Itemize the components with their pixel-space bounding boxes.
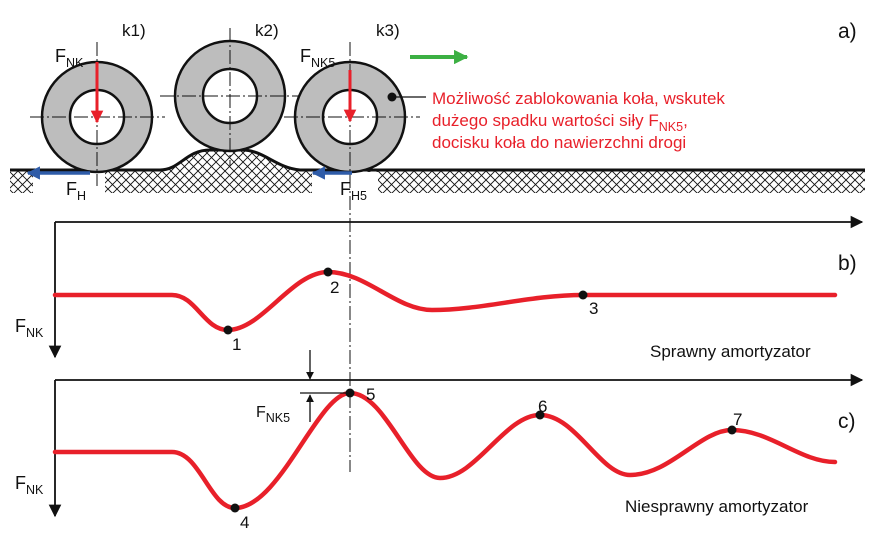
force-fnk-main: F <box>55 46 66 66</box>
panel-label-c: c) <box>838 410 856 433</box>
graph-c-point-5 <box>345 388 355 398</box>
graph-c-fnk5-dimension: FNK5 <box>256 350 348 425</box>
wheel-k3-label: k3) <box>376 21 400 40</box>
annotation-line-2-text: dużego spadku wartości siły F <box>432 111 659 130</box>
graph-b-caption: Sprawny amortyzator <box>650 342 811 361</box>
ground-gap-right <box>312 172 378 195</box>
force-fh5-label: FH5 <box>340 179 367 203</box>
panel-c-faulty-damper-graph: c) FNK 4 5 6 7 FNK5 Niesprawny amortyzat… <box>15 350 864 532</box>
force-fh5-sub: H5 <box>351 189 367 203</box>
force-fh-main: F <box>66 179 77 199</box>
graph-b-point-2-label: 2 <box>330 278 339 297</box>
force-fh-label: FH <box>66 179 86 203</box>
annotation-line-2: dużego spadku wartości siły FNK5, <box>432 111 688 134</box>
force-fnk5-label: FNK5 <box>300 46 335 70</box>
graph-c-axis-label: FNK <box>15 473 44 497</box>
wheel-k1-label: k1) <box>122 21 146 40</box>
graph-b-point-2 <box>323 267 333 277</box>
graph-c-point-4-label: 4 <box>240 513 249 532</box>
graph-c-point-7-label: 7 <box>733 410 742 429</box>
force-fnk: FNK <box>55 46 104 124</box>
graph-c-force-curve <box>52 390 838 511</box>
graph-b-point-1 <box>223 325 233 335</box>
graph-b-axis-main: F <box>15 316 26 336</box>
graph-c-point-5-label: 5 <box>366 385 375 404</box>
panel-label-a: a) <box>838 20 857 43</box>
fnk5-dimension-sub: NK5 <box>266 411 290 425</box>
wheel-k2-label: k2) <box>255 21 279 40</box>
graph-c-caption: Niesprawny amortyzator <box>625 497 809 516</box>
ground-gap-left <box>33 172 105 195</box>
graph-c-point-6-label: 6 <box>538 397 547 416</box>
annotation-line-2-end: , <box>683 111 688 130</box>
force-fnk5-main: F <box>300 46 311 66</box>
graph-b-force-curve <box>52 269 838 333</box>
graph-c-axis-main: F <box>15 473 26 493</box>
graph-b-axis-label: FNK <box>15 316 44 340</box>
force-fnk5-sub: NK5 <box>311 56 335 70</box>
graph-c-point-4 <box>230 503 240 513</box>
graph-c-axis-sub: NK <box>26 483 44 497</box>
wheel-lock-annotation: Możliwość zablokowania koła, wskutek duż… <box>387 89 725 152</box>
graph-c-point-7 <box>727 425 737 435</box>
force-fnk5: FNK5 <box>300 46 357 123</box>
graph-b-point-3 <box>578 290 588 300</box>
force-fh-sub: H <box>77 189 86 203</box>
graph-b-axis-sub: NK <box>26 326 44 340</box>
panel-a: a) k1) k2) <box>10 20 865 472</box>
graph-c-point-6 <box>535 410 545 420</box>
fnk5-dimension-main: F <box>256 404 266 421</box>
annotation-line-2-sub: NK5 <box>659 120 683 134</box>
force-fh5: FH5 <box>311 166 367 203</box>
force-fnk-sub: NK <box>66 56 84 70</box>
fnk5-dimension-label: FNK5 <box>256 404 290 425</box>
road-ground <box>10 148 865 195</box>
graph-b-point-1-label: 1 <box>232 335 241 354</box>
wheel-k3: k3) <box>284 21 420 472</box>
force-fnk-label: FNK <box>55 46 84 70</box>
wheel-k2: k2) <box>160 21 300 166</box>
graph-b-point-3-label: 3 <box>589 299 598 318</box>
annotation-line-3: docisku koła do nawierzchni drogi <box>432 133 686 152</box>
panel-label-b: b) <box>838 252 857 275</box>
panel-b-good-damper-graph: b) FNK 1 2 3 Sprawny amortyzator <box>15 215 864 361</box>
force-fh: FH <box>26 166 90 203</box>
annotation-line-1: Możliwość zablokowania koła, wskutek <box>432 89 725 108</box>
force-fh5-main: F <box>340 179 351 199</box>
